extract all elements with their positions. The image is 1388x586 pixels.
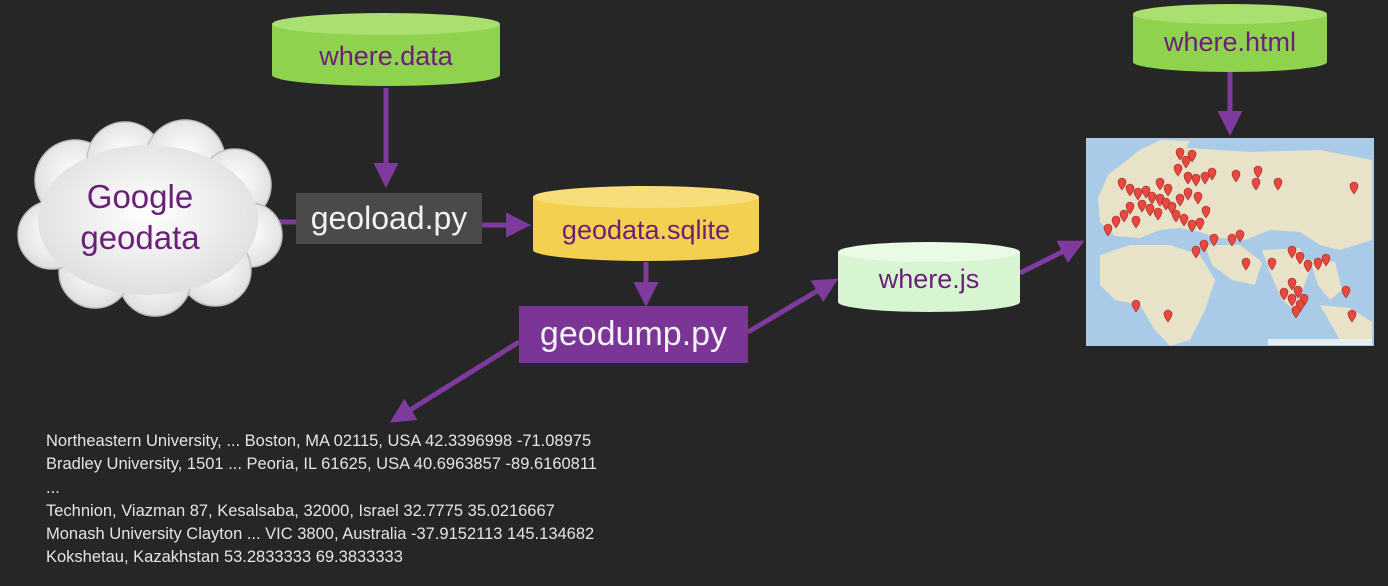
map-pin-icon — [1321, 253, 1331, 267]
output-line: Kokshetau, Kazakhstan 53.2833333 69.3833… — [46, 548, 403, 567]
map-pin-icon — [1103, 223, 1113, 237]
map-pin-icon — [1349, 181, 1359, 195]
google-geodata-cloud — [17, 119, 283, 317]
map-pin-icon — [1175, 147, 1185, 161]
map-pin-icon — [1147, 191, 1157, 205]
output-line: Northeastern University, ... Boston, MA … — [46, 432, 592, 450]
map-pin-icon — [1241, 257, 1251, 271]
geoload-label: geoload.py — [310, 200, 468, 236]
map-pin-icon — [1303, 259, 1313, 273]
map-pin-icon — [1163, 309, 1173, 323]
map-pin-icon — [1209, 233, 1219, 247]
geoload-box — [296, 193, 482, 244]
map-pin-icon — [1235, 229, 1245, 243]
where-js-label: where.js — [878, 263, 980, 294]
map-pin-icon — [1171, 209, 1181, 223]
output-line: Technion, Viazman 87, Kesalsaba, 32000, … — [46, 501, 555, 520]
map-pin-icon — [1279, 287, 1289, 301]
output-line: Monash University Clayton ... VIC 3800, … — [46, 525, 595, 544]
map-pin-icon — [1125, 201, 1135, 215]
map-pin-icon — [1341, 285, 1351, 299]
map-pin-icon — [1267, 257, 1277, 271]
map-pin-icon — [1295, 251, 1305, 265]
where-html-cylinder — [1133, 4, 1327, 72]
map-pin-icon — [1183, 187, 1193, 201]
geodata-sqlite-cylinder — [533, 186, 759, 261]
geodump-output-text: Northeastern University, ... Boston, MA … — [46, 430, 597, 570]
map-pin-icon — [1287, 293, 1297, 307]
map-pin-icon — [1163, 183, 1173, 197]
where-data-cylinder — [272, 13, 500, 86]
map-pin-icon — [1179, 213, 1189, 227]
map-pin-icon — [1195, 217, 1205, 231]
geodump-box — [519, 306, 748, 363]
map-pin-icon — [1251, 177, 1261, 191]
where-data-label: where.data — [319, 40, 453, 71]
map-pin-icon — [1287, 277, 1297, 291]
map-pin-icon — [1155, 177, 1165, 191]
map-pin-icon — [1111, 215, 1121, 229]
map-pin-icon — [1183, 171, 1193, 185]
map-pin-icon — [1133, 187, 1143, 201]
map-pin-icon — [1201, 205, 1211, 219]
map-pin-icon — [1173, 163, 1183, 177]
map-pin-icon — [1125, 183, 1135, 197]
map-pin-icon — [1137, 199, 1147, 213]
map-pin-icon — [1131, 299, 1141, 313]
map-pin-icon — [1293, 285, 1303, 299]
where-js-cylinder — [838, 242, 1020, 312]
arrow-geodump-to-output — [389, 339, 521, 423]
geodump-label: geodump.py — [539, 315, 728, 353]
map-pin-icon — [1153, 207, 1163, 221]
map-pin-icon — [1231, 169, 1241, 183]
world-map-image — [1086, 138, 1374, 346]
map-pin-icon — [1181, 155, 1191, 169]
map-pin-icon — [1175, 193, 1185, 207]
map-pin-icon — [1117, 177, 1127, 191]
map-pin-icon — [1199, 239, 1209, 253]
map-pin-icon — [1187, 219, 1197, 233]
arrow-geodump-to-wherejs — [746, 278, 839, 335]
map-pin-icon — [1273, 177, 1283, 191]
map-pin-icon — [1207, 167, 1217, 181]
map-pin-icon — [1291, 305, 1301, 319]
map-pins — [1103, 147, 1359, 323]
map-pin-icon — [1253, 165, 1263, 179]
output-line: Bradley University, 1501 ... Peoria, IL … — [46, 455, 597, 474]
map-pin-icon — [1191, 245, 1201, 259]
geodata-sqlite-label: geodata.sqlite — [561, 214, 731, 245]
map-pin-icon — [1200, 171, 1210, 185]
map-pin-icon — [1193, 191, 1203, 205]
map-pin-icon — [1131, 215, 1141, 229]
arrow-wherejs-to-map — [1018, 240, 1085, 276]
map-pin-icon — [1313, 257, 1323, 271]
google-geodata-line-1: Google — [86, 178, 194, 215]
map-pin-icon — [1347, 309, 1357, 323]
map-pin-icon — [1191, 173, 1201, 187]
map-pin-icon — [1119, 209, 1129, 223]
google-geodata-label: Google geodata — [40, 172, 240, 262]
arrows — [272, 72, 1243, 423]
map-landmass — [1098, 140, 1372, 346]
google-geodata-line-2: geodata — [80, 219, 200, 256]
map-pin-icon — [1227, 233, 1237, 247]
where-html-label: where.html — [1163, 26, 1297, 57]
output-line: ... — [46, 478, 60, 497]
map-pin-icon — [1287, 245, 1297, 259]
map-pin-icon — [1145, 203, 1155, 217]
map-pin-icon — [1187, 149, 1197, 163]
